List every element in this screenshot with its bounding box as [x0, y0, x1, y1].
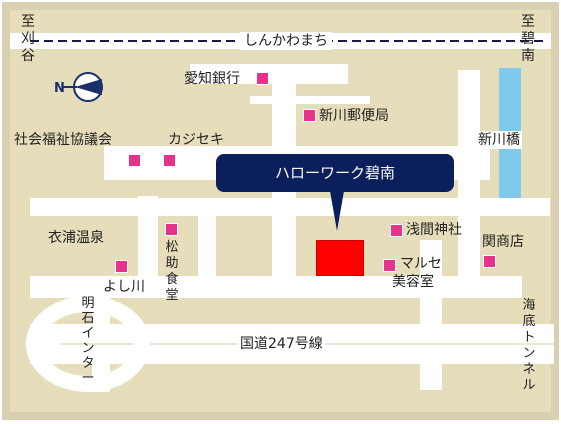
marker-aichi-bank: [256, 72, 269, 85]
label-matsusuke-shokudo-text: 松助食堂: [165, 240, 179, 303]
marker-kan-shoten: [483, 255, 496, 268]
direction-hekinan-label: 至碧南: [521, 14, 535, 64]
destination-marker: [316, 240, 364, 276]
road-west-vertical: [138, 196, 158, 298]
north-arrow-icon: N: [54, 72, 103, 102]
compass-needle: [75, 79, 102, 95]
label-marusei-salon: 美容室: [392, 274, 434, 290]
marker-marusei: [383, 259, 396, 272]
direction-kariya-label: 至刈谷: [21, 14, 35, 64]
railway-station-label: しんかわまち: [240, 32, 332, 50]
railway-station-name: しんかわまち: [244, 33, 328, 49]
label-social-welfare: 社会福祉協議会: [14, 132, 112, 148]
interchange-loop: [26, 296, 150, 392]
label-sengen-shrine: 浅間神社: [406, 222, 462, 238]
marker-kajiseki: [163, 154, 176, 167]
direction-kariya: 至刈谷: [20, 14, 36, 65]
label-route-247: 国道247号線: [238, 336, 325, 352]
road-mid-horizontal: [30, 198, 550, 216]
marker-matsusuke-shokudo: [165, 223, 178, 236]
label-kinuura-onsen: 衣浦温泉: [48, 230, 104, 246]
marker-yoshikawa: [115, 260, 128, 273]
marker-sengen-shrine: [390, 224, 403, 237]
compass-letter: N: [54, 81, 65, 96]
label-yoshikawa: よし川: [103, 279, 145, 295]
label-kan-shoten: 関商店: [482, 234, 524, 250]
road-north-horizontal: [190, 64, 348, 84]
label-marusei: マルセ: [400, 256, 442, 272]
label-akashi-interchange: 明石インター: [80, 296, 96, 386]
label-shinkawa-post: 新川郵便局: [319, 108, 389, 124]
label-matsusuke-shokudo: 松助食堂: [164, 240, 180, 304]
road-center-vertical: [198, 204, 216, 298]
marker-shinkawa-post: [303, 109, 316, 122]
destination-callout: ハローワーク碧南: [216, 154, 454, 192]
direction-hekinan: 至碧南: [520, 14, 536, 65]
label-shinkawa-bridge: 新川橋: [476, 131, 522, 149]
label-akashi-interchange-text: 明石インター: [81, 296, 95, 386]
callout-pointer: [330, 191, 344, 231]
label-kajiseki: カジセキ: [168, 132, 224, 148]
label-aichi-bank: 愛知銀行: [184, 71, 240, 87]
marker-social-welfare: [128, 154, 141, 167]
label-kaitei-tunnel-text: 海底トンネル: [522, 298, 536, 393]
road-main-vertical-right: [458, 70, 480, 296]
road-post-horizontal: [250, 96, 370, 104]
road-lower-horizontal: [30, 276, 522, 298]
label-kaitei-tunnel: 海底トンネル: [521, 298, 537, 394]
